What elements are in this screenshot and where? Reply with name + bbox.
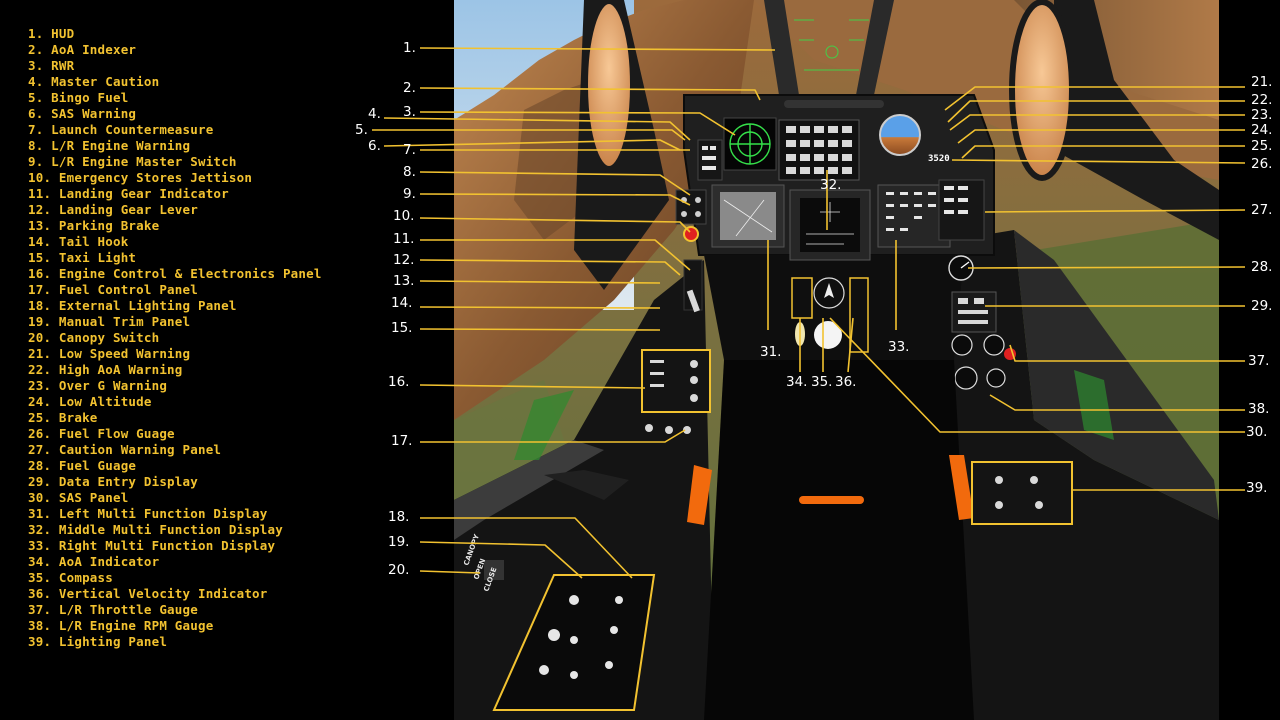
legend-item: 16. Engine Control & Electronics Panel (28, 266, 322, 281)
callout-26: 26. (1251, 156, 1273, 172)
callout-7: 7. (403, 142, 416, 158)
legend-item: 39. Lighting Panel (28, 634, 168, 649)
aoa-indicator (791, 277, 813, 319)
legend-item: 6. SAS Warning (28, 106, 137, 121)
attitude-indicator (879, 114, 921, 156)
legend-item: 4. Master Caution (28, 74, 160, 89)
callout-10: 10. (393, 208, 415, 224)
callout-13: 13. (393, 273, 415, 289)
legend-item: 21. Low Speed Warning (28, 346, 191, 361)
hud-symbology (794, 19, 869, 71)
legend-item: 25. Brake (28, 410, 98, 425)
ejection-handle-left[interactable] (687, 465, 712, 525)
callout-14: 14. (391, 295, 413, 311)
callout-6: 6. (368, 138, 381, 154)
legend-item: 2. AoA Indexer (28, 42, 137, 57)
callout-16: 16. (388, 374, 410, 390)
legend-item: 13. Parking Brake (28, 218, 160, 233)
legend-item: 7. Launch Countermeasure (28, 122, 214, 137)
callout-15: 15. (391, 320, 413, 336)
ejection-handle-center[interactable] (799, 496, 864, 504)
legend-item: 30. SAS Panel (28, 490, 129, 505)
legend-item: 24. Low Altitude (28, 394, 152, 409)
callout-30: 30. (1246, 424, 1268, 440)
callout-36: 36. (835, 374, 857, 390)
vertical-velocity-indicator (849, 277, 869, 353)
legend-item: 19. Manual Trim Panel (28, 314, 191, 329)
legend-item: 33. Right Multi Function Display (28, 538, 276, 553)
callout-3: 3. (403, 104, 416, 120)
legend-item: 15. Taxi Light (28, 250, 137, 265)
legend-item: 27. Caution Warning Panel (28, 442, 222, 457)
callout-19: 19. (388, 534, 410, 550)
callout-34: 34. (786, 374, 808, 390)
legend-item: 32. Middle Multi Function Display (28, 522, 283, 537)
canopy-glass-right (1009, 0, 1075, 181)
callout-32: 32. (820, 177, 842, 193)
legend-item: 34. AoA Indicator (28, 554, 160, 569)
callout-25: 25. (1251, 138, 1273, 154)
callout-23: 23. (1251, 107, 1273, 123)
rwr-scope (729, 123, 771, 165)
canopy-glass-left (582, 0, 636, 172)
legend-item: 1. HUD (28, 26, 75, 41)
legend-item: 5. Bingo Fuel (28, 90, 129, 105)
callout-28: 28. (1251, 259, 1273, 275)
legend-item: 23. Over G Warning (28, 378, 168, 393)
callout-4: 4. (368, 106, 381, 122)
legend-item: 22. High AoA Warning (28, 362, 183, 377)
lighting-panel (971, 461, 1073, 525)
callout-20: 20. (388, 562, 410, 578)
engine-control-panel (641, 349, 711, 413)
callout-22: 22. (1251, 92, 1273, 108)
legend-item: 11. Landing Gear Indicator (28, 186, 229, 201)
fuel-flow-readout: 3520 (928, 154, 950, 164)
callout-38: 38. (1248, 401, 1270, 417)
legend-item: 20. Canopy Switch (28, 330, 160, 345)
legend-item: 28. Fuel Guage (28, 458, 137, 473)
callout-18: 18. (388, 509, 410, 525)
callout-33: 33. (888, 339, 910, 355)
callout-8: 8. (403, 164, 416, 180)
ejection-handle-right[interactable] (949, 455, 974, 520)
callout-21: 21. (1251, 74, 1273, 90)
callout-2: 2. (403, 80, 416, 96)
callout-29: 29. (1251, 298, 1273, 314)
legend-item: 18. External Lighting Panel (28, 298, 237, 313)
callout-39: 39. (1246, 480, 1268, 496)
callout-12: 12. (393, 252, 415, 268)
legend-item: 37. L/R Throttle Gauge (28, 602, 198, 617)
legend-item: 9. L/R Engine Master Switch (28, 154, 237, 169)
legend-item: 14. Tail Hook (28, 234, 129, 249)
legend-item: 31. Left Multi Function Display (28, 506, 268, 521)
legend-item: 26. Fuel Flow Guage (28, 426, 175, 441)
emergency-jettison-button[interactable] (683, 226, 699, 242)
legend-item: 12. Landing Gear Lever (28, 202, 198, 217)
legend-item: 17. Fuel Control Panel (28, 282, 198, 297)
callout-11: 11. (393, 231, 415, 247)
legend-item: 10. Emergency Stores Jettison (28, 170, 253, 185)
cockpit-view: 3520 (454, 0, 1219, 720)
legend-item: 38. L/R Engine RPM Gauge (28, 618, 214, 633)
callout-9: 9. (403, 186, 416, 202)
callout-24: 24. (1251, 122, 1273, 138)
legend-item: 8. L/R Engine Warning (28, 138, 191, 153)
callout-1: 1. (403, 40, 416, 56)
legend-item: 29. Data Entry Display (28, 474, 198, 489)
callout-17: 17. (391, 433, 413, 449)
landing-gear-lever[interactable] (686, 289, 700, 313)
callout-27: 27. (1251, 202, 1273, 218)
callout-37: 37. (1248, 353, 1270, 369)
callout-31: 31. (760, 344, 782, 360)
legend-item: 36. Vertical Velocity Indicator (28, 586, 268, 601)
callout-35: 35. (811, 374, 833, 390)
legend-item: 35. Compass (28, 570, 113, 585)
cockpit-scene: 3520 (454, 0, 1219, 720)
standby-ball (814, 321, 842, 349)
callout-5: 5. (355, 122, 368, 138)
legend-item: 3. RWR (28, 58, 75, 73)
